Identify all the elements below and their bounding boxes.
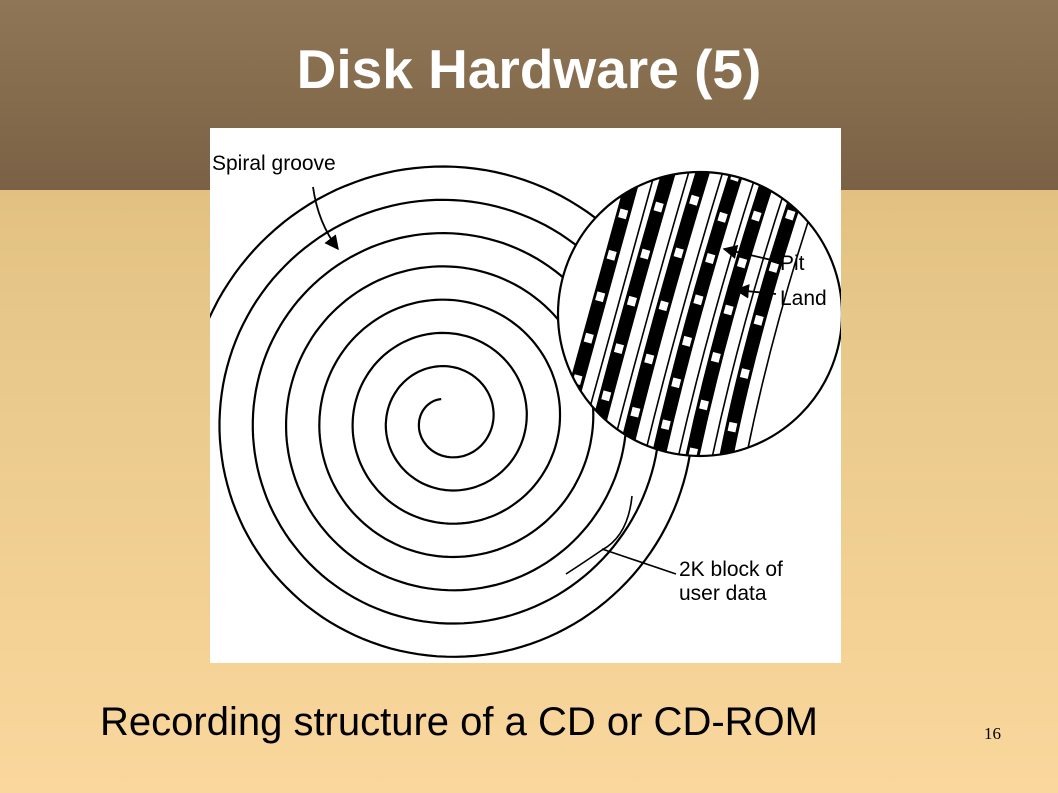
block-bracket [565,495,633,575]
slide-title: Disk Hardware (5) [296,38,762,100]
block-label-line2: user data [679,582,767,605]
pit-track [685,172,793,456]
spiral-groove-label: Spiral groove [212,152,336,175]
pit-track [617,172,725,456]
spiral-groove-path [210,165,695,658]
magnified-view [558,172,841,456]
pit-arrow [722,244,777,262]
diagram-svg [210,165,841,658]
spiral-groove-arrow [312,186,339,251]
pit-track [651,172,759,456]
magnifier-circle [556,170,841,458]
page-number: 16 [984,724,1001,743]
land-arrow [734,284,777,299]
pit-label: Pit [780,252,805,275]
slide-caption: Recording structure of a CD or CD-ROM [100,700,818,744]
cd-recording-diagram: Spiral groove Pit Land 2K block of user … [210,128,841,663]
land-label: Land [780,287,827,310]
block-label-line1: 2K block of [679,558,783,581]
block-pointer-line [601,548,677,575]
